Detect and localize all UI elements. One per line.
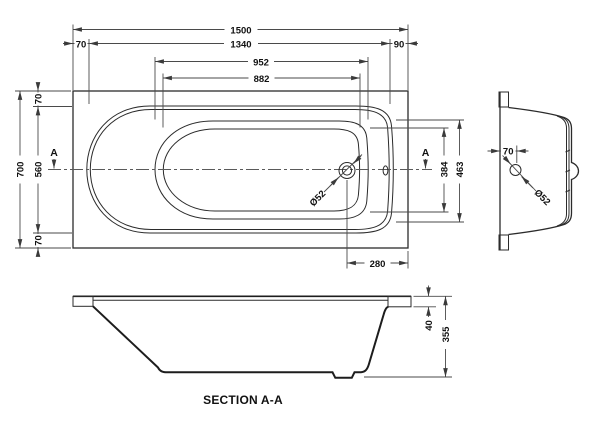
dim-rim-length: 1340 xyxy=(230,40,251,51)
dim-overall-length: 1500 xyxy=(230,26,251,37)
overflow-slot xyxy=(382,165,389,176)
section-view: SECTION A-A 40 355 xyxy=(72,285,452,407)
tub-floor-line xyxy=(162,128,361,212)
dim-offset-bottom: 70 xyxy=(34,235,45,246)
section-dimensions: 40 355 xyxy=(364,285,452,378)
dim-overflow-offset: 70 xyxy=(503,147,514,158)
dim-rim-height: 40 xyxy=(424,320,435,331)
dim-floor-width: 384 xyxy=(440,161,451,178)
section-letter-right: A xyxy=(422,147,430,159)
tub-opening-line xyxy=(154,120,369,220)
section-flange-right xyxy=(387,295,412,308)
end-flange-bottom xyxy=(498,234,509,251)
end-view: 70 Ø52 xyxy=(487,91,580,251)
end-view-dimensions: 70 Ø52 xyxy=(487,145,552,208)
section-marker-right: A xyxy=(422,147,430,169)
end-rim-inner-1 xyxy=(556,115,567,227)
section-letter-left: A xyxy=(50,147,58,159)
plan-dimensions-right: 384 463 280 xyxy=(346,119,466,270)
dim-waste-to-end: 280 xyxy=(370,259,386,270)
dim-floor-length: 882 xyxy=(254,74,270,85)
plan-dimensions-left: 700 70 560 70 xyxy=(13,82,72,257)
end-body-outline xyxy=(508,106,580,236)
section-flange-left xyxy=(72,295,94,307)
waste-leader xyxy=(323,154,363,193)
dim-opening-length: 952 xyxy=(253,58,269,69)
section-marker-left: A xyxy=(50,147,58,169)
plan-dimensions-top: 1500 70 1340 90 952 882 xyxy=(63,24,418,128)
dim-offset-right: 90 xyxy=(394,40,405,51)
end-rim-ticks xyxy=(565,149,571,193)
dim-overflow-diameter: Ø52 xyxy=(532,188,552,208)
rim-outer-line xyxy=(86,105,394,234)
dim-overall-width: 700 xyxy=(16,162,27,178)
waste-hole-outer xyxy=(338,162,356,179)
waste-hole-inner xyxy=(341,165,353,176)
end-flange-top xyxy=(498,91,509,108)
end-rim-inner-2 xyxy=(560,116,570,226)
dim-rim-width: 560 xyxy=(34,162,45,178)
overflow-hole xyxy=(509,164,522,176)
dim-offset-top: 70 xyxy=(34,94,45,105)
rim-inner-line xyxy=(89,109,390,230)
dim-overall-depth: 355 xyxy=(441,326,452,343)
section-outline xyxy=(92,305,389,379)
plan-view: Ø52 A A xyxy=(48,90,432,249)
waste-diameter-label: Ø52 xyxy=(308,189,328,209)
dim-offset-left: 70 xyxy=(76,40,87,51)
dim-opening-width: 463 xyxy=(455,162,466,178)
section-title: SECTION A-A xyxy=(203,393,283,407)
